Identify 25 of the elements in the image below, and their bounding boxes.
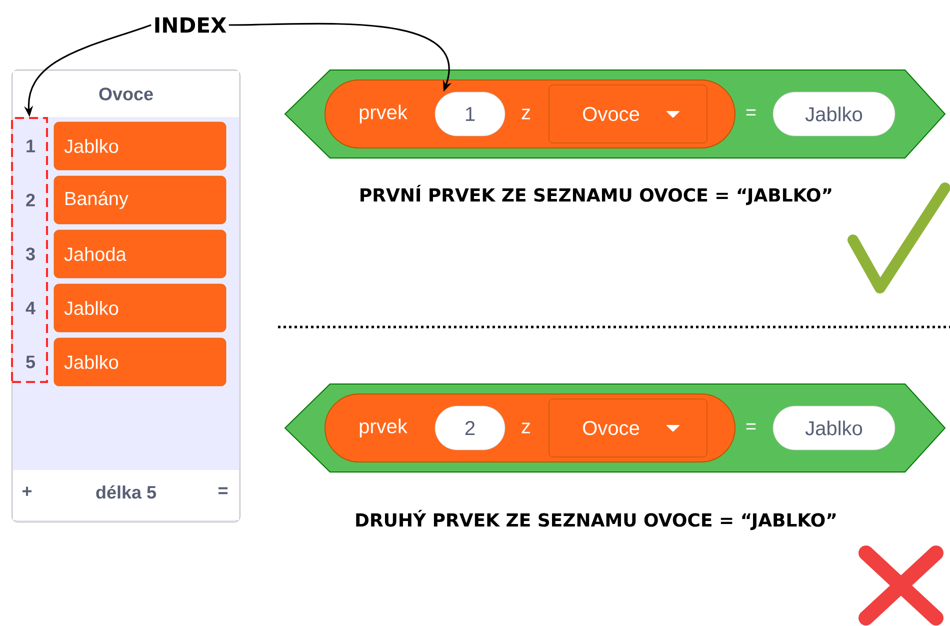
list-item: Banány	[54, 176, 226, 224]
block-label: prvek	[360, 104, 408, 124]
index-number: 4	[26, 302, 36, 314]
list-item: Jahoda	[54, 230, 226, 278]
caption-text: DRUHÝ PRVEK ZE SEZNAMU OVOCE = “JABLKO”	[356, 510, 836, 530]
block-label: z	[522, 108, 530, 120]
list-item: Jablko	[54, 284, 226, 332]
index-number: 1	[26, 140, 36, 152]
equals-sign: =	[746, 423, 756, 430]
equals-sign: =	[218, 487, 228, 494]
index-number: 5	[26, 356, 36, 368]
list-title: Ovoce	[99, 88, 153, 100]
length-label: délka 5	[96, 485, 156, 499]
plus-sign: +	[22, 486, 32, 496]
caption-text: PRVNÍ PRVEK ZE SEZNAMU OVOCE = “JABLKO”	[360, 184, 832, 206]
dropdown-menu: Ovoce	[548, 84, 708, 144]
list-item: Jablko	[54, 338, 226, 386]
block-label: z	[522, 422, 530, 434]
index-label: INDEX	[155, 17, 226, 33]
equals-sign: =	[746, 109, 756, 116]
dropdown-menu: Ovoce	[548, 398, 708, 458]
index-number: 2	[26, 194, 35, 206]
list-item: Jablko	[54, 122, 226, 170]
block-label: prvek	[360, 418, 408, 438]
index-number: 3	[26, 248, 35, 260]
